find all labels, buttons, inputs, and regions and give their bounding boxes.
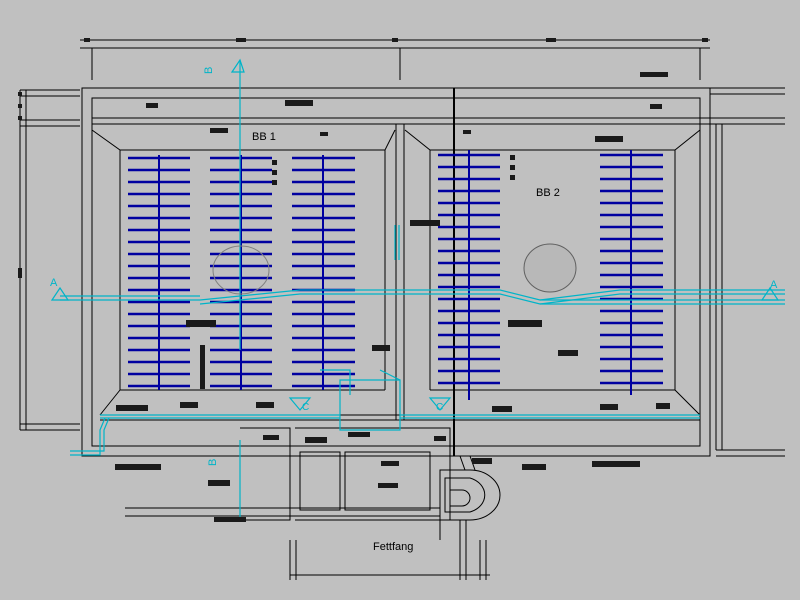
section-a-right-label: A — [770, 279, 778, 291]
section-a-left-label: A — [50, 277, 58, 289]
basin-2-label: BB 2 — [536, 187, 560, 199]
building-outline — [19, 39, 785, 580]
aeration-grid-bb1 — [128, 155, 355, 390]
disc-features — [212, 243, 577, 295]
aeration-grid-bb2 — [438, 150, 663, 400]
annotation-boxes — [18, 38, 708, 522]
section-markers — [50, 58, 780, 301]
section-c-left-label: C — [302, 402, 309, 413]
section-c-right-label: C — [436, 402, 443, 413]
basin-1-label: BB 1 — [252, 131, 276, 143]
section-b-bottom-label: B — [207, 459, 219, 466]
grease-trap-label: Fettfang — [373, 541, 413, 553]
piping — [60, 60, 785, 520]
section-b-top-label: B — [203, 67, 215, 74]
